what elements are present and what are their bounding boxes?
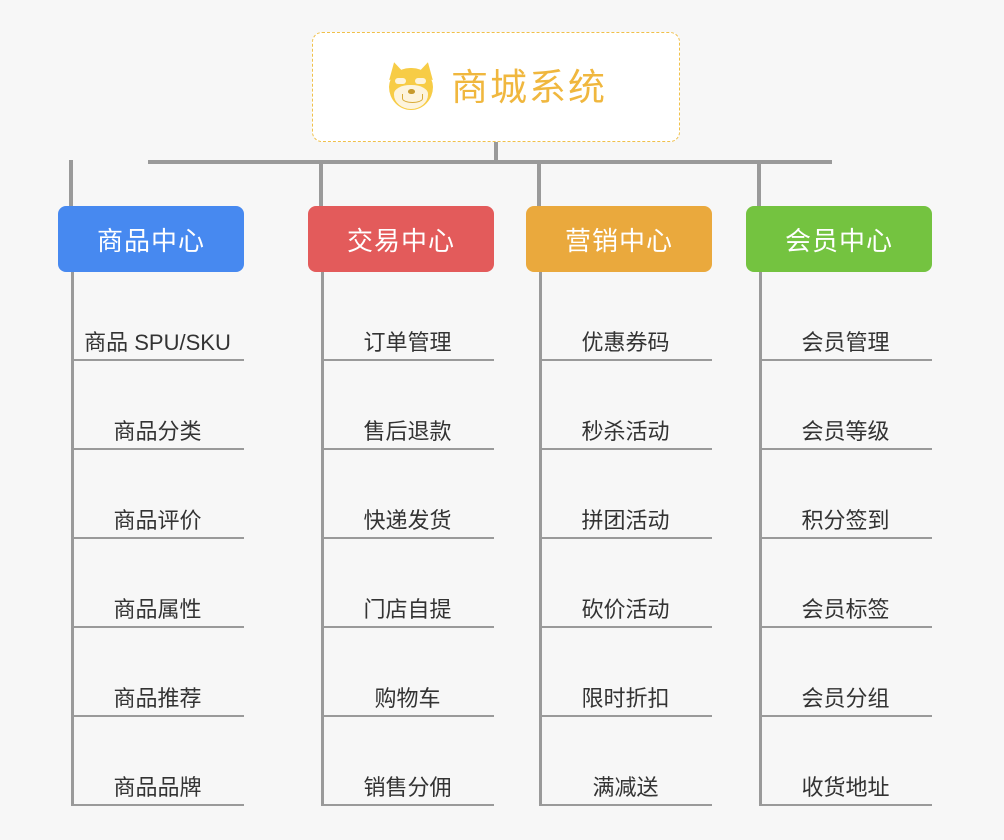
leaf-label: 快递发货 [363, 507, 452, 533]
category-box-4[interactable]: 会员中心 [746, 206, 932, 272]
leaf-label: 购物车 [374, 685, 441, 711]
leaf-label: 销售分佣 [363, 774, 452, 800]
leaf-label: 满减送 [592, 774, 659, 800]
leaf-label: 售后退款 [363, 418, 452, 444]
leaf-label: 砍价活动 [581, 596, 670, 622]
leaf-item[interactable]: 限时折扣 [539, 628, 712, 717]
connector-root-stem [494, 142, 498, 164]
category-box-1[interactable]: 商品中心 [58, 206, 244, 272]
leaf-item[interactable]: 拼团活动 [539, 450, 712, 539]
leaf-item[interactable]: 会员标签 [759, 539, 932, 628]
category-label: 交易中心 [346, 225, 455, 256]
leaf-item[interactable]: 秒杀活动 [539, 361, 712, 450]
connector-drop-0 [69, 160, 73, 208]
leaf-item[interactable]: 满减送 [539, 717, 712, 806]
category-box-2[interactable]: 交易中心 [308, 206, 494, 272]
category-column-4: 会员中心会员管理会员等级积分签到会员标签会员分组收货地址 [746, 206, 932, 806]
leaf-item[interactable]: 优惠券码 [539, 272, 712, 361]
connector-drop-2 [537, 160, 541, 208]
category-box-3[interactable]: 营销中心 [526, 206, 712, 272]
leaf-list-4: 会员管理会员等级积分签到会员标签会员分组收货地址 [759, 272, 932, 806]
leaf-item[interactable]: 订单管理 [321, 272, 494, 361]
connector-spine-4 [759, 272, 762, 806]
leaf-label: 订单管理 [363, 329, 452, 355]
category-column-2: 交易中心订单管理售后退款快递发货门店自提购物车销售分佣 [308, 206, 494, 806]
leaf-item[interactable]: 商品推荐 [71, 628, 244, 717]
connector-spine-1 [71, 272, 74, 806]
leaf-item[interactable]: 收货地址 [759, 717, 932, 806]
leaf-label: 会员标签 [801, 596, 890, 622]
connector-spine-2 [321, 272, 324, 806]
leaf-item[interactable]: 商品品牌 [71, 717, 244, 806]
leaf-item[interactable]: 会员分组 [759, 628, 932, 717]
connector-drop-3 [757, 160, 761, 208]
leaf-label: 商品品牌 [113, 774, 202, 800]
category-label: 会员中心 [784, 225, 893, 256]
leaf-label: 商品评价 [113, 507, 202, 533]
leaf-item[interactable]: 商品分类 [71, 361, 244, 450]
connector-drop-1 [319, 160, 323, 208]
root-node[interactable]: 商城系统 [312, 32, 680, 142]
category-column-3: 营销中心优惠券码秒杀活动拼团活动砍价活动限时折扣满减送 [526, 206, 712, 806]
connector-spine-3 [539, 272, 542, 806]
leaf-item[interactable]: 会员等级 [759, 361, 932, 450]
leaf-item[interactable]: 门店自提 [321, 539, 494, 628]
category-column-1: 商品中心商品 SPU/SKU 商品分类商品评价商品属性商品推荐商品品牌 [58, 206, 244, 806]
root-title: 商城系统 [451, 66, 607, 108]
leaf-item[interactable]: 售后退款 [321, 361, 494, 450]
leaf-label: 限时折扣 [581, 685, 670, 711]
category-label: 营销中心 [564, 225, 673, 256]
leaf-label: 商品 SPU/SKU [84, 329, 231, 355]
leaf-label: 商品属性 [113, 596, 202, 622]
connector-horizontal-bus [148, 160, 832, 164]
category-label: 商品中心 [96, 225, 205, 256]
leaf-item[interactable]: 商品 SPU/SKU [71, 272, 244, 361]
leaf-label: 收货地址 [801, 774, 890, 800]
leaf-item[interactable]: 销售分佣 [321, 717, 494, 806]
leaf-item[interactable]: 商品属性 [71, 539, 244, 628]
leaf-label: 秒杀活动 [581, 418, 670, 444]
leaf-label: 积分签到 [801, 507, 890, 533]
leaf-label: 会员等级 [801, 418, 890, 444]
leaf-label: 会员分组 [801, 685, 890, 711]
leaf-label: 门店自提 [363, 596, 452, 622]
leaf-label: 优惠券码 [581, 329, 670, 355]
shiba-dog-face-icon [385, 60, 437, 112]
leaf-label: 商品推荐 [113, 685, 202, 711]
leaf-list-2: 订单管理售后退款快递发货门店自提购物车销售分佣 [321, 272, 494, 806]
leaf-item[interactable]: 快递发货 [321, 450, 494, 539]
leaf-label: 商品分类 [113, 418, 202, 444]
leaf-label: 会员管理 [801, 329, 890, 355]
leaf-item[interactable]: 积分签到 [759, 450, 932, 539]
leaf-item[interactable]: 砍价活动 [539, 539, 712, 628]
leaf-list-1: 商品 SPU/SKU 商品分类商品评价商品属性商品推荐商品品牌 [71, 272, 244, 806]
leaf-item[interactable]: 购物车 [321, 628, 494, 717]
leaf-list-3: 优惠券码秒杀活动拼团活动砍价活动限时折扣满减送 [539, 272, 712, 806]
leaf-label: 拼团活动 [581, 507, 670, 533]
leaf-item[interactable]: 会员管理 [759, 272, 932, 361]
leaf-item[interactable]: 商品评价 [71, 450, 244, 539]
